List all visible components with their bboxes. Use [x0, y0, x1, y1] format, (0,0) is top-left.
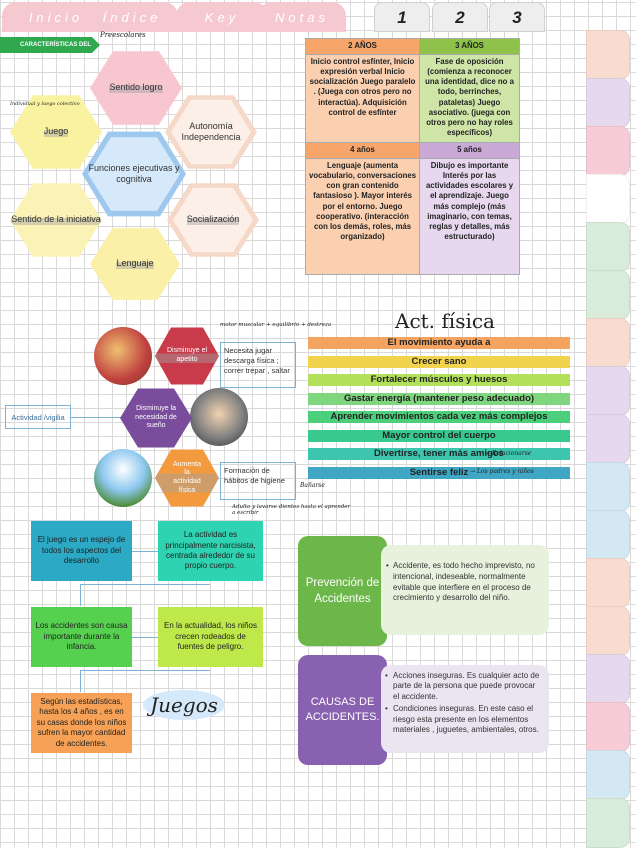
- hex-autonomia: Autonomía Independencia: [165, 95, 257, 169]
- number-tab-3[interactable]: 3: [489, 2, 545, 32]
- side-tab-7[interactable]: [586, 318, 630, 368]
- note-box-jugar: Necesita jugar descarga física ; correr …: [220, 342, 296, 388]
- causes-title: CAUSAS DE ACCIDENTES.: [298, 655, 387, 765]
- side-tab-6[interactable]: [586, 270, 630, 320]
- note-motor: motor muscular + equilibrio + destreza: [220, 322, 332, 328]
- side-tab-16[interactable]: [586, 750, 630, 800]
- bar-note-relacionarse: → Relacionarse: [485, 450, 532, 457]
- prevention-text: Accidente, es todo hecho imprevisto, no …: [393, 561, 535, 603]
- hex-disminuye-sueno: Disminuye la necesidad de sueño: [120, 388, 192, 448]
- side-tab-13[interactable]: [586, 606, 630, 656]
- side-tab-8[interactable]: [586, 366, 630, 416]
- header-label: CARACTERÍSTICAS DEL PE: [0, 37, 100, 53]
- activity-side-label: Actividad /vigilia: [5, 405, 71, 429]
- fisica-bar-1: El movimiento ayuda a: [308, 337, 570, 349]
- age-header-3: 3 AÑOS: [419, 38, 520, 55]
- causes-item-2: Condiciones inseguras. En este caso el r…: [393, 704, 539, 734]
- flow-arrow-1: [132, 551, 158, 552]
- age-cell-5: Dibujo es importante Interés por las act…: [419, 158, 520, 275]
- side-tab-12[interactable]: [586, 558, 630, 608]
- side-tab-15[interactable]: [586, 702, 630, 752]
- causes-item-1: Acciones inseguras. Es cualquier acto de…: [393, 671, 540, 701]
- causes-text-box: •Acciones inseguras. Es cualquier acto d…: [381, 665, 549, 753]
- flow-arrow-2: [80, 584, 210, 606]
- flow-box-estadisticas: Según las estadísticas, hasta los 4 años…: [31, 693, 132, 753]
- side-tab-3[interactable]: [586, 126, 630, 176]
- juegos-label: Juegos: [143, 690, 225, 720]
- hex-socializacion: Socialización: [167, 183, 259, 257]
- fisica-bar-6: Mayor control del cuerpo: [308, 429, 570, 442]
- age-cell-4: Lenguaje (aumenta vocabulario, conversac…: [304, 158, 421, 275]
- header-note: Preescolares: [100, 31, 146, 39]
- side-tab-10[interactable]: [586, 462, 630, 512]
- fisica-bar-7: Divertirse, tener más amigos: [308, 448, 570, 460]
- fisica-title: Act. física: [395, 309, 495, 333]
- hex-lenguaje: Lenguaje: [90, 228, 180, 300]
- age-header-2: 2 AÑOS: [304, 38, 421, 55]
- note-banarse: Bañarse: [300, 482, 325, 489]
- age-header-5: 5 años: [419, 142, 520, 159]
- side-tab-9[interactable]: [586, 414, 630, 464]
- bar-note-padres: → Los padres y niños: [470, 468, 534, 475]
- ages-table: 2 AÑOS 3 AÑOS Inicio control esfínter, I…: [304, 38, 520, 275]
- side-tab-1[interactable]: [586, 30, 630, 80]
- hex-sentido-iniciativa: Sentido de la iniciativa: [10, 183, 102, 257]
- tab-key[interactable]: Key: [176, 2, 268, 32]
- kids-photo-1: [94, 327, 152, 385]
- flow-box-accidentes: Los accidentes son causa importante dura…: [31, 607, 132, 667]
- flow-arrow-3: [132, 637, 158, 638]
- side-tab-17[interactable]: [586, 798, 630, 848]
- juego-note: Individual y luego colectivo: [10, 101, 80, 107]
- side-tab-5[interactable]: [586, 222, 630, 272]
- fisica-bar-5: Aprender movimientos cada vez más comple…: [308, 411, 570, 423]
- prevention-text-box: • Accidente, es todo hecho imprevisto, n…: [381, 545, 549, 635]
- note-adulto: Adulto y lavarse dientes hasta el aprend…: [232, 504, 351, 517]
- prevention-title: Prevención de Accidentes: [298, 536, 387, 646]
- number-tab-1[interactable]: 1: [374, 2, 430, 32]
- kids-photo-3: [94, 449, 152, 507]
- flow-arrow-4: [80, 670, 210, 692]
- fisica-bar-8: Sentirse feliz: [308, 466, 570, 479]
- tab-indice[interactable]: Índice: [86, 2, 178, 32]
- hex-funciones: Funciones ejecutivas y cognitiva: [82, 131, 186, 217]
- flow-box-narcisista: La actividad es principalmente narcisist…: [158, 521, 263, 581]
- side-tab-4[interactable]: [586, 174, 630, 224]
- note-box-higiene: Formación de hábitos de higiene: [220, 462, 296, 500]
- side-tab-2[interactable]: [586, 78, 630, 128]
- fisica-bar-3: Fortalecer músculos y huesos: [308, 374, 570, 386]
- hex-sentido-logro: Sentido logro: [90, 51, 182, 125]
- age-cell-2: Inicio control esfínter, Inicio expresió…: [304, 54, 421, 143]
- number-tab-2[interactable]: 2: [432, 2, 488, 32]
- flow-box-juego: El juego es un espejo de todos los aspec…: [31, 521, 132, 581]
- age-header-4: 4 años: [304, 142, 421, 159]
- activity-connector: [71, 417, 121, 418]
- fisica-bar-2: Crecer sano: [308, 355, 570, 368]
- age-cell-3: Fase de oposición (comienza a reconocer …: [419, 54, 520, 143]
- hex-aumenta-actividad: Aumenta la actividad física: [155, 449, 219, 507]
- kids-photo-2: [190, 388, 248, 446]
- tab-notas[interactable]: Notas: [258, 2, 346, 32]
- hex-disminuye-apetito: Disminuye el apetito: [155, 327, 219, 385]
- side-tab-11[interactable]: [586, 510, 630, 560]
- flow-box-peligro: En la actualidad, los niños crecen rodea…: [158, 607, 263, 667]
- side-tab-14[interactable]: [586, 654, 630, 704]
- fisica-bar-4: Gastar energía (mantener peso adecuado): [308, 392, 570, 405]
